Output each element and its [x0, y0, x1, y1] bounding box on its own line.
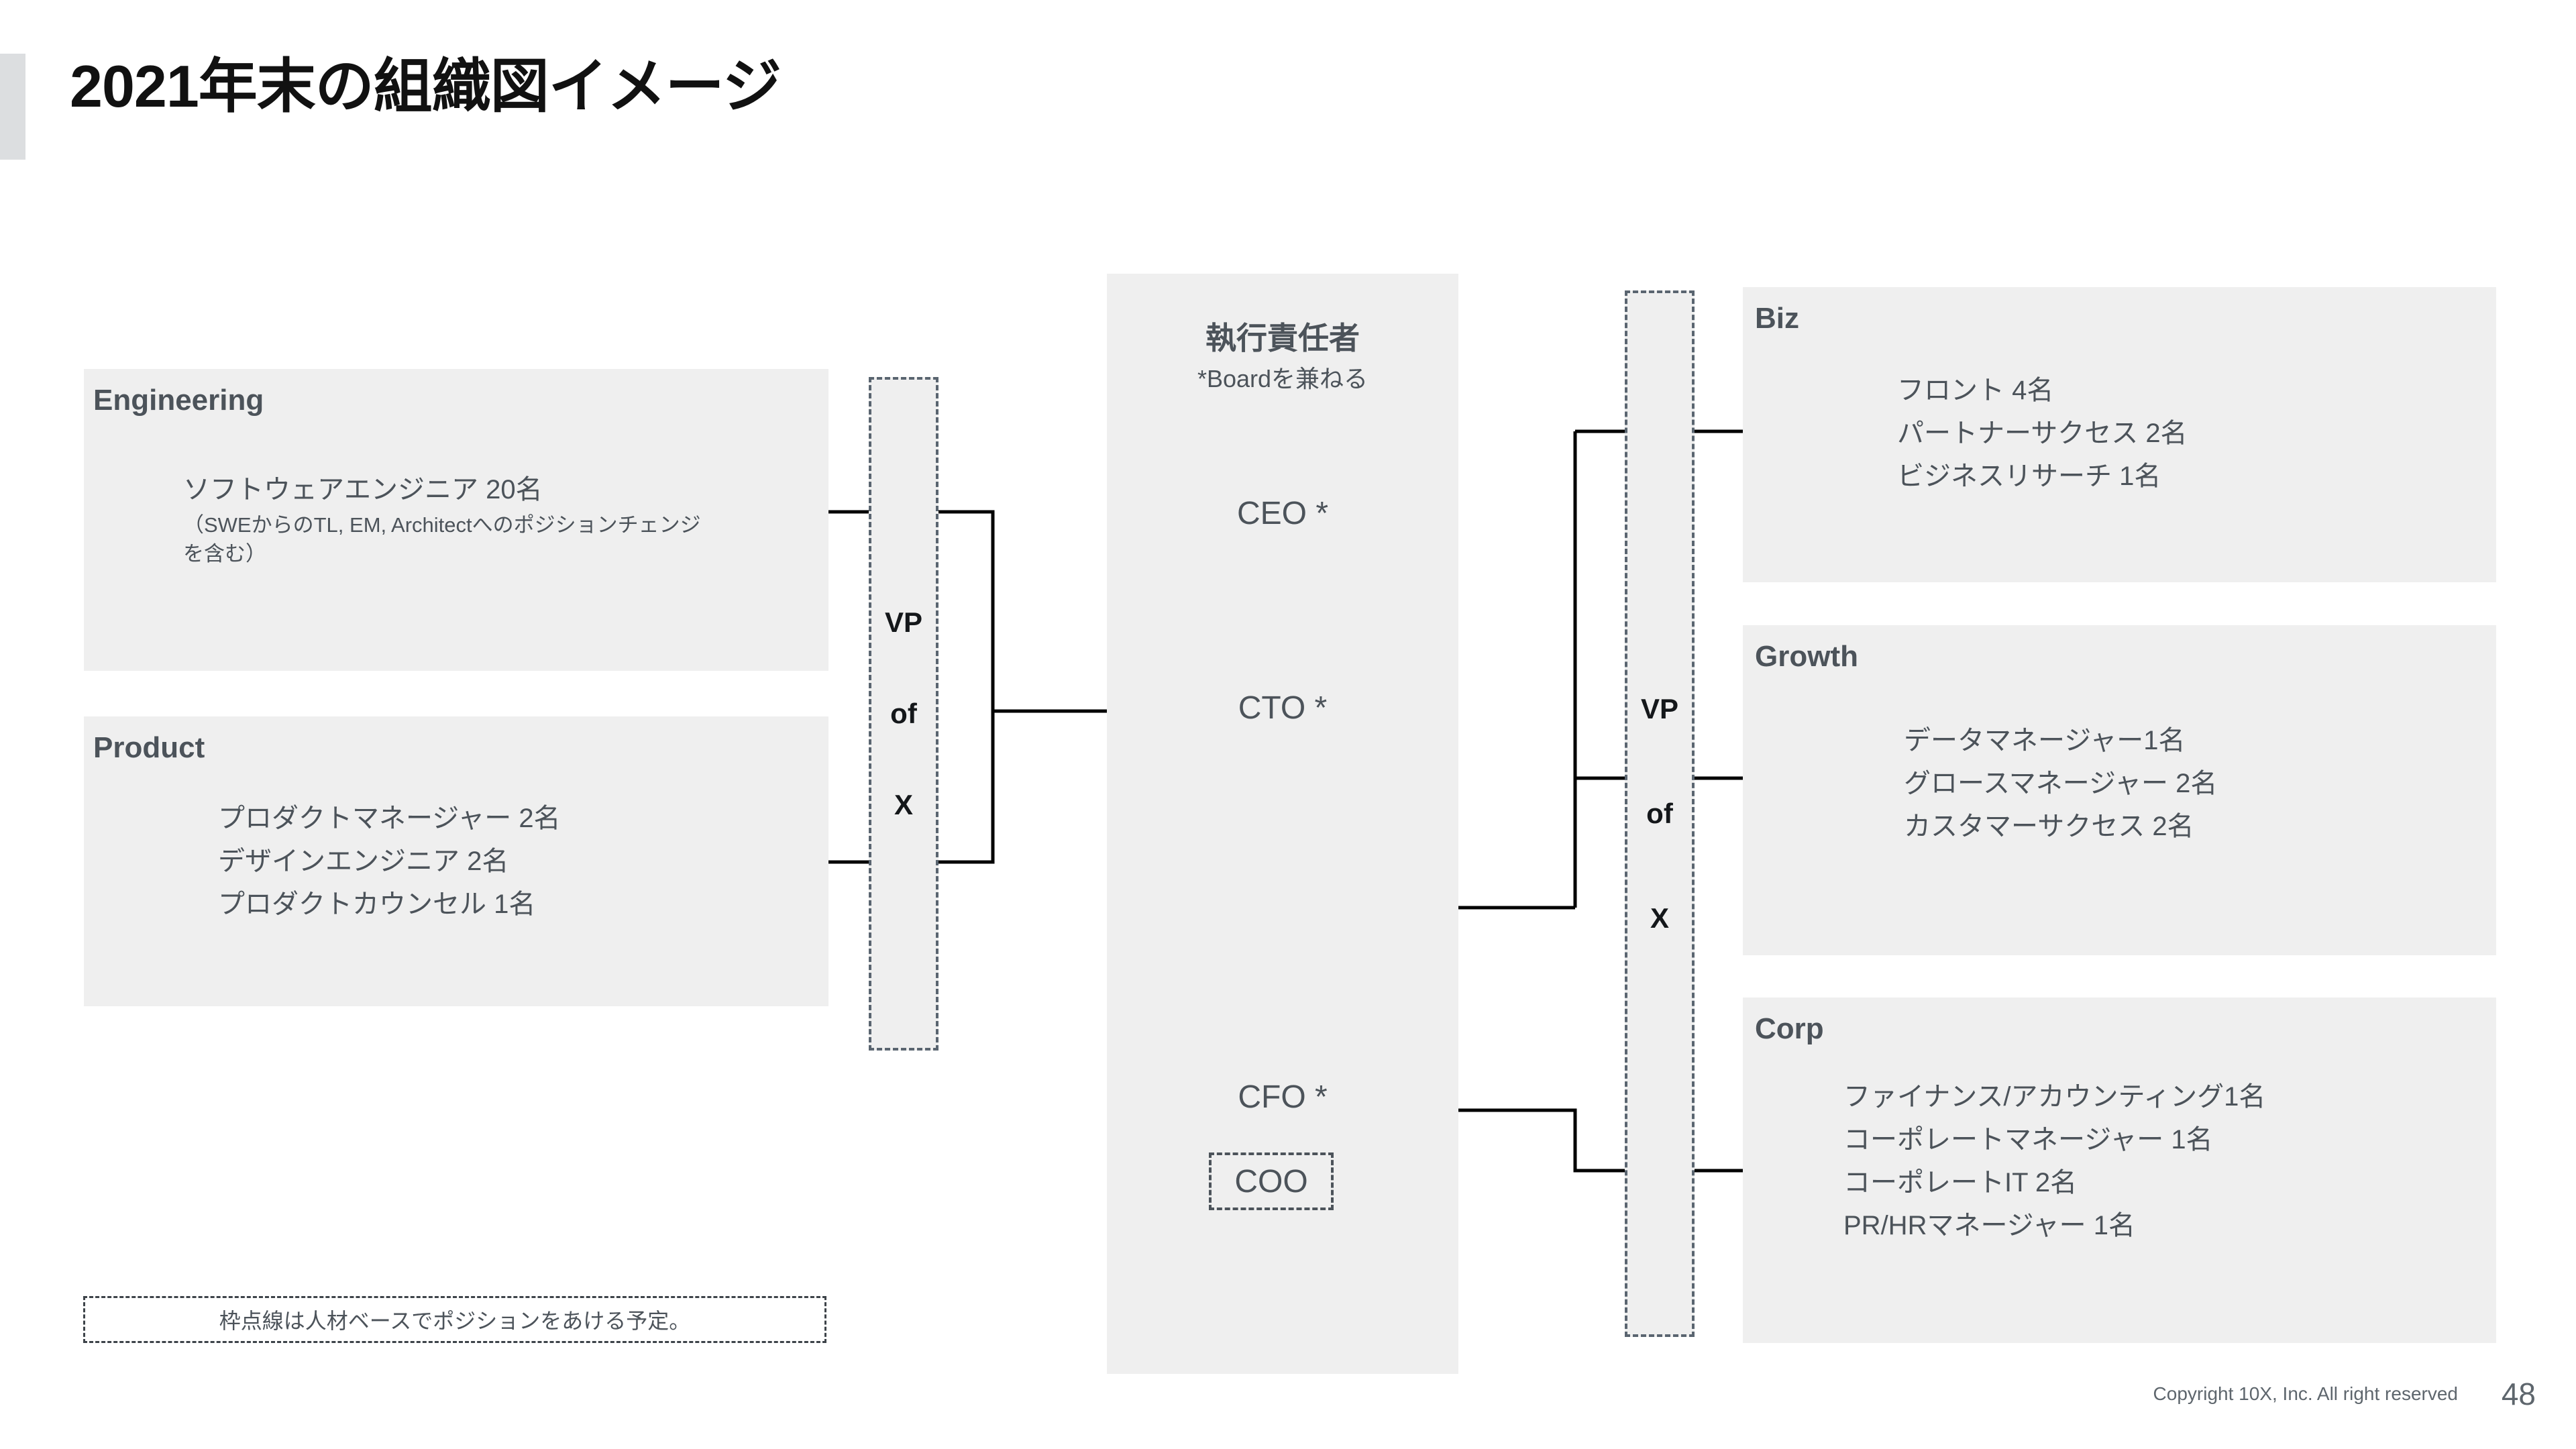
list-item: データマネージャー1名	[1904, 726, 2186, 755]
list-item: カスタマーサクセス 2名	[1904, 812, 2194, 841]
role-coo: COO	[1234, 1163, 1308, 1199]
panel-growth: Growth データマネージャー1名 グロースマネージャー 2名 カスタマーサク…	[1743, 625, 2496, 955]
vp-right-line1: VP	[1640, 693, 1679, 724]
vp-right-line3: X	[1650, 902, 1669, 934]
role-coo-box: COO	[1209, 1152, 1334, 1210]
list-item: ファイナンス/アカウンティング1名	[1843, 1082, 2266, 1112]
legend-text: 枠点線は人材ベースでポジションをあける予定。	[219, 1309, 691, 1333]
list-item-note: （SWEからのTL, EM, Architectへのポジションチェンジを含む）	[183, 513, 701, 566]
list-item: ソフトウェアエンジニア 20名	[183, 475, 543, 504]
panel-body-biz: フロント 4名 パートナーサクセス 2名 ビジネスリサーチ 1名	[1897, 369, 2188, 498]
list-item: グロースマネージャー 2名	[1904, 769, 2218, 798]
panel-title-corp: Corp	[1755, 1012, 1824, 1045]
panel-body-growth: データマネージャー1名 グロースマネージャー 2名 カスタマーサクセス 2名	[1904, 719, 2217, 848]
panel-body-product: プロダクトマネージャー 2名 デザインエンジニア 2名 プロダクトカウンセル 1…	[218, 797, 561, 926]
list-item: プロダクトマネージャー 2名	[218, 804, 561, 833]
executive-column: 執行責任者 *Boardを兼ねる CEO * CTO * COO CFO *	[1107, 274, 1458, 1374]
panel-body-corp: ファイナンス/アカウンティング1名 コーポレートマネージャー 1名 コーポレート…	[1843, 1075, 2265, 1247]
vp-left-line2: of	[890, 698, 917, 729]
panel-engineering: Engineering ソフトウェアエンジニア 20名 （SWEからのTL, E…	[84, 369, 828, 671]
role-cfo: CFO *	[1238, 1079, 1328, 1115]
list-item: フロント 4名	[1897, 376, 2054, 405]
footer-page-number: 48	[2501, 1377, 2536, 1411]
panel-title-biz: Biz	[1755, 302, 1799, 335]
executive-heading: 執行責任者	[1205, 321, 1360, 356]
legend-box: 枠点線は人材ベースでポジションをあける予定。	[83, 1296, 826, 1343]
vp-of-x-right: VP of X	[1625, 290, 1695, 1337]
panel-title-growth: Growth	[1755, 640, 1858, 673]
vp-of-x-left: VP of X	[869, 377, 938, 1051]
footer-copyright: Copyright 10X, Inc. All right reserved	[2153, 1383, 2458, 1404]
panel-product: Product プロダクトマネージャー 2名 デザインエンジニア 2名 プロダク…	[84, 716, 828, 1006]
list-item: デザインエンジニア 2名	[218, 847, 509, 876]
list-item: コーポレートマネージャー 1名	[1843, 1125, 2213, 1155]
list-item: プロダクトカウンセル 1名	[218, 890, 536, 919]
role-ceo: CEO *	[1236, 496, 1329, 531]
page-title: 2021年末の組織図イメージ	[70, 53, 782, 119]
vp-left-line1: VP	[884, 606, 923, 638]
panel-title-engineering: Engineering	[93, 384, 264, 417]
executive-subheading: *Boardを兼ねる	[1197, 365, 1368, 392]
role-cto: CTO *	[1238, 690, 1328, 726]
panel-title-product: Product	[93, 731, 205, 764]
list-item: パートナーサクセス 2名	[1897, 419, 2188, 448]
list-item: PR/HRマネージャー 1名	[1843, 1211, 2136, 1240]
panel-biz: Biz フロント 4名 パートナーサクセス 2名 ビジネスリサーチ 1名	[1743, 287, 2496, 582]
list-item: コーポレートIT 2名	[1843, 1168, 2078, 1197]
title-accent-bar	[0, 54, 25, 160]
vp-left-line3: X	[894, 789, 913, 820]
panel-corp: Corp ファイナンス/アカウンティング1名 コーポレートマネージャー 1名 コ…	[1743, 998, 2496, 1343]
list-item: ビジネスリサーチ 1名	[1897, 462, 2161, 491]
panel-body-engineering: ソフトウェアエンジニア 20名 （SWEからのTL, EM, Architect…	[183, 468, 787, 569]
vp-right-line2: of	[1646, 798, 1673, 829]
